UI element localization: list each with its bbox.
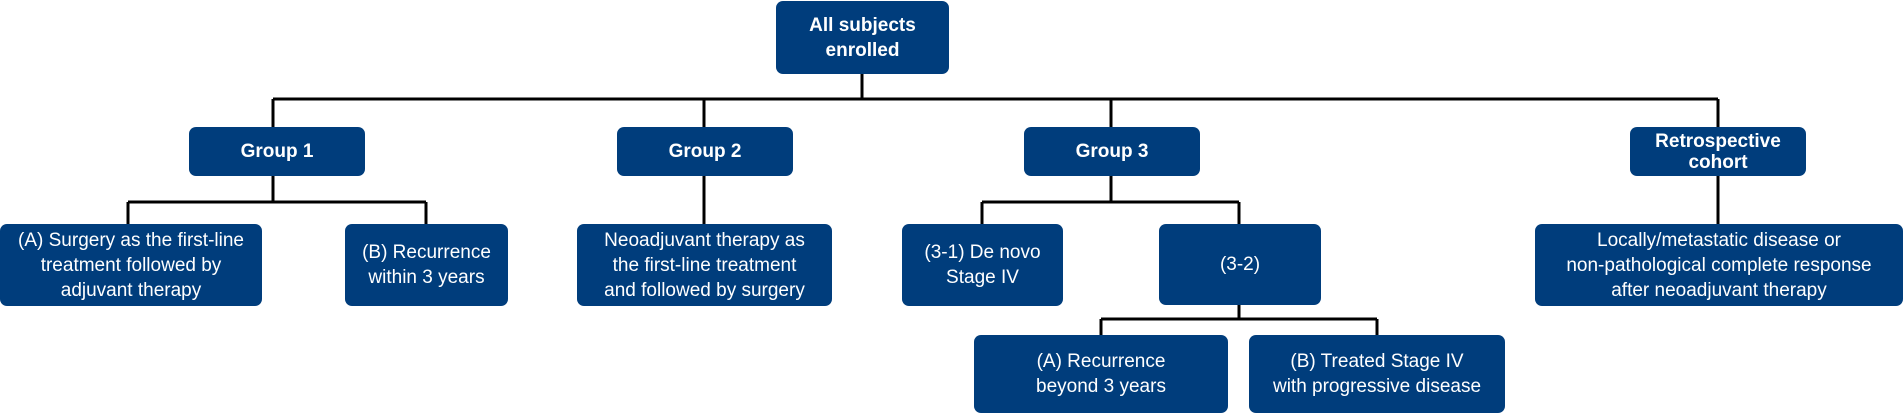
node-retrospective-cohort: Retrospective cohort (1630, 127, 1806, 176)
node-group3-2: (3-2) (1159, 224, 1321, 305)
node-group1-a-surgery: (A) Surgery as the first-line treatment … (0, 224, 262, 306)
node-group3-2-label: (3-2) (1219, 254, 1261, 275)
node-all-subjects-enrolled-label: All subjects enrolled (809, 14, 916, 61)
node-retrospective-detail-label: Locally/metastatic disease or non-pathol… (1566, 229, 1872, 301)
node-all-subjects-enrolled: All subjects enrolled (776, 1, 949, 74)
node-group2-neoadjuvant-label: Neoadjuvant therapy as the first-line tr… (604, 229, 805, 301)
node-group3-1-de-novo: (3-1) De novo Stage IV (902, 224, 1063, 306)
node-group-3-label: Group 3 (1075, 141, 1149, 162)
node-group-2-label: Group 2 (668, 141, 742, 162)
node-group-3: Group 3 (1024, 127, 1200, 176)
node-retrospective-detail: Locally/metastatic disease or non-pathol… (1535, 224, 1903, 306)
node-group3-2-b-treated-stage-iv: (B) Treated Stage IV with progressive di… (1249, 335, 1505, 413)
node-group-2: Group 2 (617, 127, 793, 176)
node-group1-b-recurrence: (B) Recurrence within 3 years (345, 224, 508, 306)
node-group1-b-recurrence-label: (B) Recurrence within 3 years (362, 242, 491, 288)
node-group3-2-a-recurrence-label: (A) Recurrence beyond 3 years (1036, 351, 1166, 397)
node-retrospective-cohort-label: Retrospective cohort (1655, 130, 1781, 173)
node-group-1-label: Group 1 (240, 141, 314, 162)
node-group3-2-b-treated-stage-iv-label: (B) Treated Stage IV with progressive di… (1272, 351, 1482, 397)
node-group1-a-surgery-label: (A) Surgery as the first-line treatment … (18, 229, 244, 301)
node-group-1: Group 1 (189, 127, 365, 176)
node-group2-neoadjuvant: Neoadjuvant therapy as the first-line tr… (577, 224, 832, 306)
node-group3-2-a-recurrence: (A) Recurrence beyond 3 years (974, 335, 1228, 413)
node-group3-1-de-novo-label: (3-1) De novo Stage IV (924, 242, 1041, 288)
